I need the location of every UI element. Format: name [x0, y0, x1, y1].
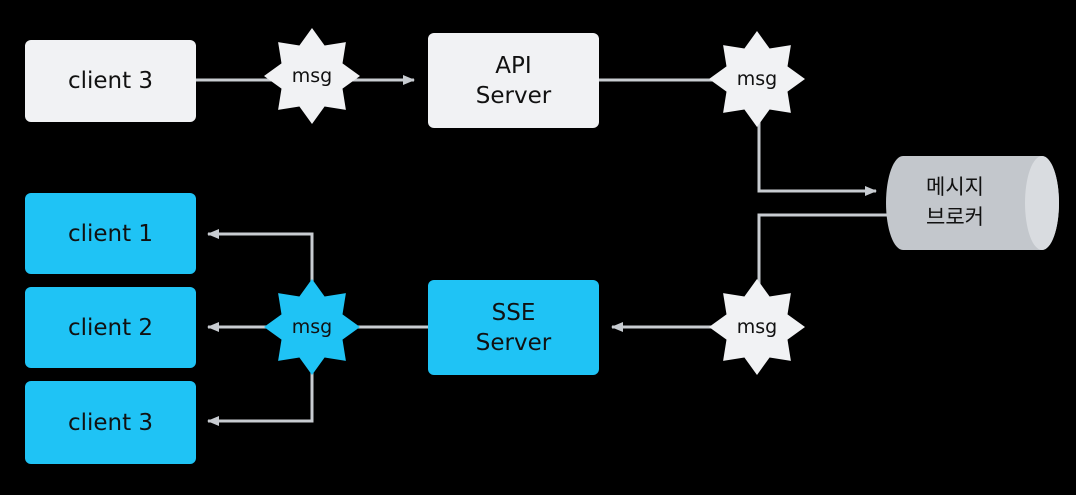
client-3-top-box: client 3: [25, 40, 196, 122]
sse-server-label-line1: SSE: [491, 299, 536, 326]
message-broker-label-line2: 브로커: [926, 205, 984, 229]
message-broker-label: 메시지 브로커: [900, 172, 1010, 232]
msg-burst-client-to-api: [264, 28, 360, 124]
msg-burst-api-to-broker: [709, 31, 805, 127]
msg-label-client-to-api: msg: [291, 65, 333, 87]
client-3-top-label: client 3: [67, 68, 154, 94]
client-1-label: client 1: [67, 220, 154, 247]
connector-broker-to-sse: [611, 213, 890, 332]
message-broker-label-line1: 메시지: [926, 175, 984, 199]
sse-server-box: SSE Server: [428, 280, 599, 375]
msg-burst-broker-to-sse: [709, 279, 805, 375]
connector-api-to-broker: [599, 78, 877, 196]
client-2-box: client 2: [25, 287, 196, 368]
msg-label-broker-to-sse: msg: [736, 316, 778, 338]
api-server-label-line2: Server: [475, 82, 552, 109]
api-server-box: API Server: [428, 33, 599, 128]
msg-label-sse-to-clients: msg: [291, 316, 333, 338]
client-1-box: client 1: [25, 193, 196, 274]
client-2-label: client 2: [67, 314, 154, 341]
msg-burst-sse-to-clients: [264, 279, 360, 375]
api-server-label-line1: API: [495, 52, 532, 79]
msg-label-api-to-broker: msg: [736, 68, 778, 90]
sse-server-label-line2: Server: [475, 329, 552, 356]
client-3-bottom-label: client 3: [67, 409, 154, 436]
client-3-bottom-box: client 3: [25, 381, 196, 464]
message-broker-cylinder: [886, 156, 1059, 250]
